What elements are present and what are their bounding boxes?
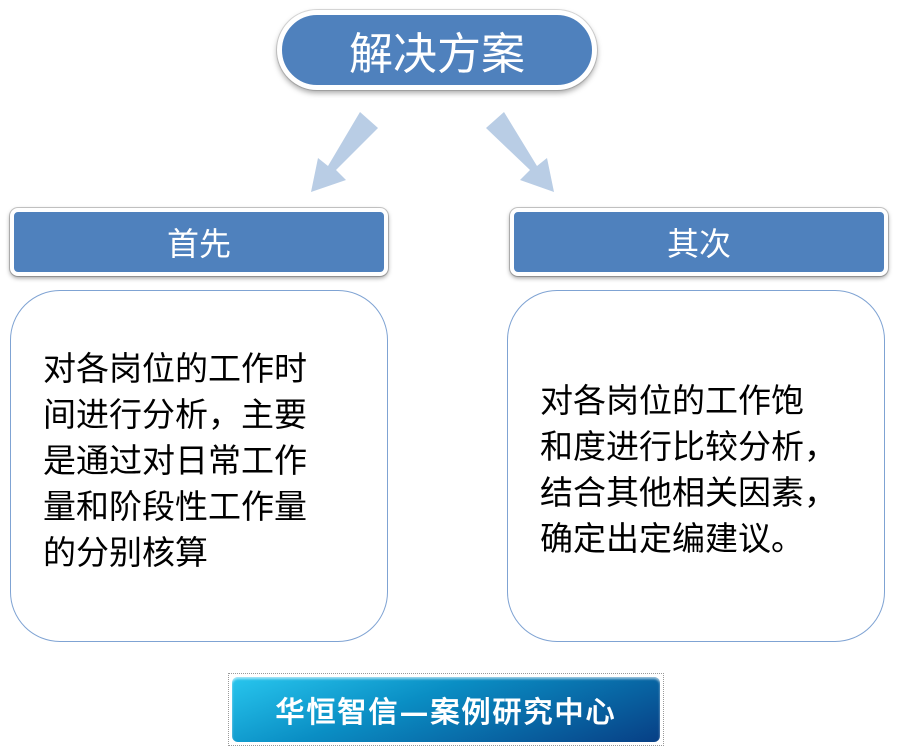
text-line: 和度进行比较分析，: [540, 427, 837, 466]
left-content-box: 对各岗位的工作时 间进行分析，主要 是通过对日常工作 量和阶段性工作量 的分别核…: [10, 290, 388, 642]
text-line: 的分别核算: [43, 533, 208, 572]
left-header: 首先: [10, 208, 388, 276]
text-line: 结合其他相关因素，: [540, 473, 837, 512]
arrow-down-left-icon: [311, 112, 378, 192]
right-header: 其次: [510, 208, 888, 276]
footer-banner: 华恒智信—案例研究中心: [228, 673, 664, 746]
text-line: 对各岗位的工作时: [43, 349, 307, 388]
arrow-down-right-icon: [486, 112, 554, 192]
text-line: 确定出定编建议。: [540, 519, 804, 558]
text-line: 是通过对日常工作: [43, 441, 307, 480]
text-line: 对各岗位的工作饱: [540, 381, 804, 420]
title-pill: 解决方案: [277, 10, 597, 90]
footer-label: 华恒智信—案例研究中心: [232, 677, 660, 742]
text-line: 间进行分析，主要: [43, 395, 307, 434]
text-line: 量和阶段性工作量: [43, 487, 307, 526]
right-content-box: 对各岗位的工作饱 和度进行比较分析， 结合其他相关因素， 确定出定编建议。: [507, 290, 885, 642]
